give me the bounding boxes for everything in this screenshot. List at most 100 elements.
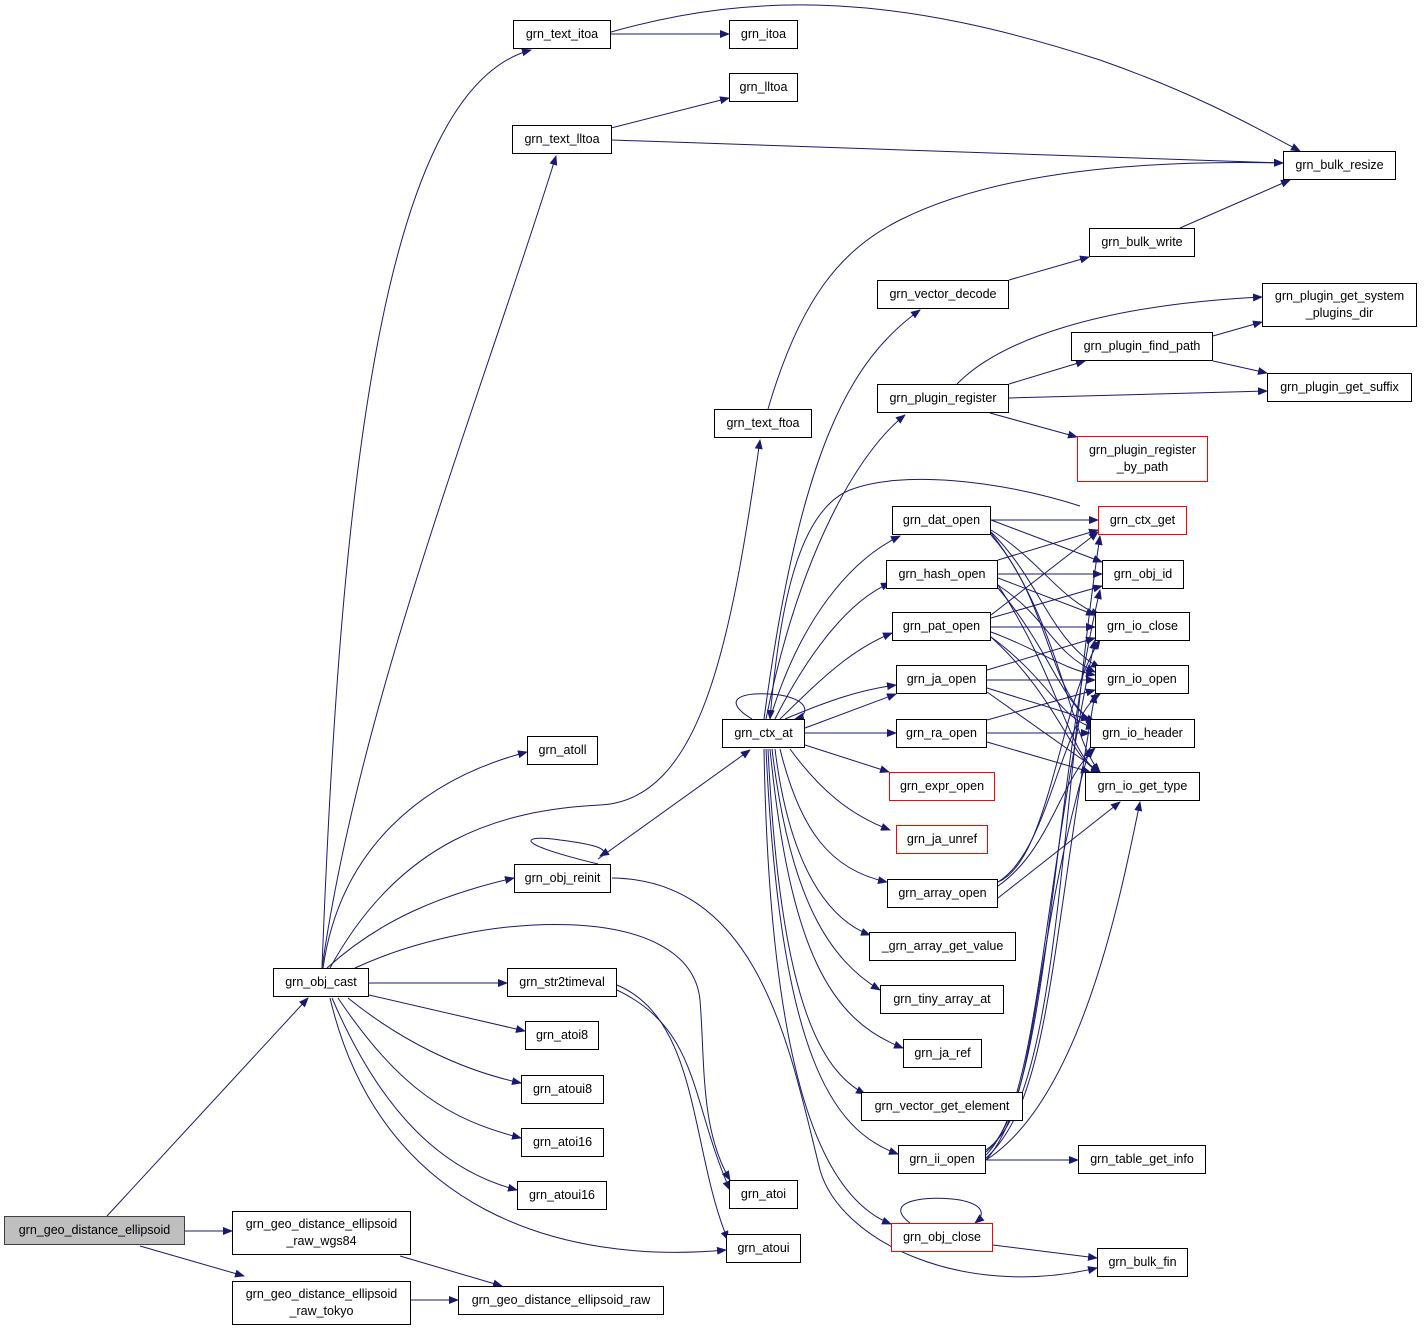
call-edge xyxy=(774,582,891,720)
node-grn-io-get-type[interactable]: grn_io_get_type xyxy=(1085,772,1200,801)
call-edge xyxy=(1212,320,1263,337)
call-edge xyxy=(399,1255,503,1288)
node-grn-ra-open[interactable]: grn_ra_open xyxy=(896,719,987,748)
call-edge xyxy=(1212,360,1268,375)
node-grn-obj-id[interactable]: grn_obj_id xyxy=(1102,560,1184,589)
call-edge xyxy=(766,478,1081,720)
call-edge xyxy=(985,747,1092,1161)
node-grn-plugin-find-path[interactable]: grn_plugin_find_path xyxy=(1071,332,1213,361)
node-grn-atoll[interactable]: grn_atoll xyxy=(527,736,598,765)
node-grn-geo-distance-ellipsoid-raw-tokyo[interactable]: grn_geo_distance_ellipsoid _raw_tokyo xyxy=(232,1281,411,1325)
node-grn-table-get-info[interactable]: grn_table_get_info xyxy=(1078,1145,1206,1174)
call-edge xyxy=(139,1245,245,1278)
node-grn-atoui16[interactable]: grn_atoui16 xyxy=(517,1181,607,1210)
call-edge xyxy=(990,531,1099,616)
call-edge xyxy=(997,693,1101,883)
node-grn-io-open[interactable]: grn_io_open xyxy=(1095,665,1189,694)
node-grn-bulk-resize[interactable]: grn_bulk_resize xyxy=(1283,151,1396,180)
call-edge xyxy=(774,748,871,936)
call-edge xyxy=(368,994,526,1033)
node-grn-array-get-value[interactable]: _grn_array_get_value xyxy=(869,932,1016,961)
call-edge xyxy=(779,632,893,720)
node-grn-text-ftoa[interactable]: grn_text_ftoa xyxy=(714,409,812,438)
call-edge xyxy=(611,877,1098,1278)
node-grn-str2timeval[interactable]: grn_str2timeval xyxy=(507,968,617,997)
call-edge xyxy=(985,801,1143,1161)
call-edge xyxy=(611,139,1284,167)
call-edge xyxy=(997,584,1096,673)
node-grn-atoui[interactable]: grn_atoui xyxy=(726,1234,801,1263)
node-grn-bulk-fin[interactable]: grn_bulk_fin xyxy=(1097,1248,1188,1277)
call-edge xyxy=(986,688,1096,721)
call-edge xyxy=(992,1244,1098,1261)
node-grn-bulk-write[interactable]: grn_bulk_write xyxy=(1089,228,1195,257)
node-grn-ja-ref[interactable]: grn_ja_ref xyxy=(903,1039,982,1068)
call-edge xyxy=(1008,387,1268,399)
call-edge xyxy=(990,584,1103,619)
call-edge xyxy=(616,984,729,1241)
call-edge xyxy=(765,748,899,1155)
node-grn-ctx-get[interactable]: grn_ctx_get xyxy=(1098,506,1187,535)
node-grn-atoi8[interactable]: grn_atoi8 xyxy=(525,1021,599,1050)
node-grn-expr-open[interactable]: grn_expr_open xyxy=(889,772,995,801)
node-grn-plugin-get-system-plugins-dir[interactable]: grn_plugin_get_system _plugins_dir xyxy=(1262,283,1417,327)
call-edge xyxy=(610,4,1301,152)
call-edge xyxy=(329,439,763,969)
node-grn-geo-distance-ellipsoid-raw[interactable]: grn_geo_distance_ellipsoid_raw xyxy=(458,1286,664,1315)
node-grn-ii-open[interactable]: grn_ii_open xyxy=(898,1145,986,1174)
node-grn-itoa[interactable]: grn_itoa xyxy=(729,20,798,49)
call-edge xyxy=(779,748,888,885)
call-edge xyxy=(767,158,1284,410)
node-grn-obj-close[interactable]: grn_obj_close xyxy=(891,1223,993,1252)
call-edge xyxy=(956,293,1263,385)
call-edge xyxy=(784,682,897,720)
call-edge xyxy=(1179,179,1291,229)
call-edge xyxy=(769,535,901,720)
call-edge xyxy=(106,997,309,1217)
node-grn-atoui8[interactable]: grn_atoui8 xyxy=(521,1075,604,1104)
node-grn-geo-distance-ellipsoid[interactable]: grn_geo_distance_ellipsoid xyxy=(4,1216,185,1245)
node-grn-atoi[interactable]: grn_atoi xyxy=(729,1180,798,1209)
call-edge xyxy=(990,636,1101,773)
node-grn-tiny-array-at[interactable]: grn_tiny_array_at xyxy=(880,985,1004,1014)
call-edge xyxy=(354,923,731,1181)
call-edge xyxy=(997,639,1101,883)
node-grn-dat-open[interactable]: grn_dat_open xyxy=(892,506,991,535)
call-edge xyxy=(985,589,1102,1153)
call-edge xyxy=(321,48,532,969)
node-grn-vector-get-element[interactable]: grn_vector_get_element xyxy=(861,1092,1023,1121)
node-grn-ctx-at[interactable]: grn_ctx_at xyxy=(722,719,805,748)
node-grn-text-itoa[interactable]: grn_text_itoa xyxy=(513,20,611,49)
node-grn-lltoa[interactable]: grn_lltoa xyxy=(729,73,798,102)
call-edge xyxy=(986,687,1091,722)
node-grn-ja-open[interactable]: grn_ja_open xyxy=(896,665,987,694)
node-grn-vector-decode[interactable]: grn_vector_decode xyxy=(877,280,1009,309)
node-grn-io-header[interactable]: grn_io_header xyxy=(1090,719,1195,748)
call-edge xyxy=(986,636,1096,671)
node-grn-atoi16[interactable]: grn_atoi16 xyxy=(521,1128,604,1157)
node-grn-hash-open[interactable]: grn_hash_open xyxy=(886,560,998,589)
node-grn-obj-reinit[interactable]: grn_obj_reinit xyxy=(514,864,611,893)
node-grn-geo-distance-ellipsoid-raw-wgs84[interactable]: grn_geo_distance_ellipsoid _raw_wgs84 xyxy=(232,1211,411,1255)
call-edge xyxy=(347,997,522,1086)
node-grn-io-close[interactable]: grn_io_close xyxy=(1095,612,1190,641)
node-grn-plugin-register[interactable]: grn_plugin_register xyxy=(877,384,1009,413)
call-edge xyxy=(997,801,1121,899)
node-grn-plugin-get-suffix[interactable]: grn_plugin_get_suffix xyxy=(1267,373,1412,402)
call-edge xyxy=(985,535,1103,1151)
call-edge xyxy=(763,309,921,720)
call-edge xyxy=(597,749,751,860)
call-edge xyxy=(771,748,881,991)
call-edge xyxy=(616,989,731,1191)
node-grn-plugin-register-by-path[interactable]: grn_plugin_register _by_path xyxy=(1077,436,1208,482)
call-edge xyxy=(985,639,1098,1156)
node-grn-ja-unref[interactable]: grn_ja_unref xyxy=(896,825,988,854)
node-grn-array-open[interactable]: grn_array_open xyxy=(887,879,998,908)
call-edge xyxy=(765,414,906,720)
node-grn-pat-open[interactable]: grn_pat_open xyxy=(892,612,991,641)
call-edge xyxy=(331,997,518,1192)
node-grn-obj-cast[interactable]: grn_obj_cast xyxy=(273,968,369,997)
node-grn-text-lltoa[interactable]: grn_text_lltoa xyxy=(512,125,612,154)
